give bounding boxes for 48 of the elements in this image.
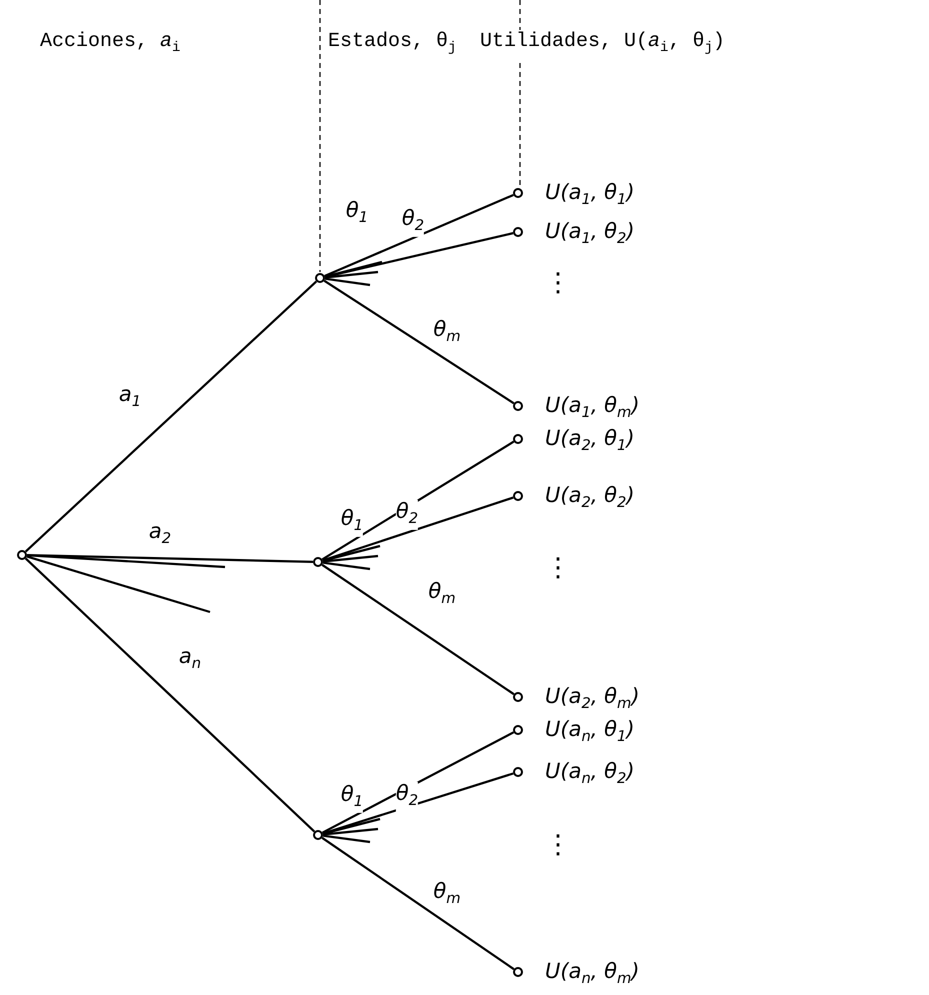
- branch-stub: [26, 554, 226, 568]
- tree-branch: [24, 558, 316, 832]
- tree-branch: [322, 731, 514, 834]
- outcome-node: [513, 967, 523, 977]
- decision-node: [313, 557, 323, 567]
- tree-branch: [24, 280, 318, 552]
- outcome-node: [513, 725, 523, 735]
- decision-node: [313, 830, 323, 840]
- tree-branch: [322, 496, 514, 562]
- utility-label: U(a$_{n}$, θ$_{2}$): [545, 759, 635, 790]
- edge-label: θ$_{1}$: [340, 782, 364, 814]
- edge-label: θ$_{2}$: [396, 500, 418, 530]
- utility-label: U(a$_{2}$, θ$_{m}$): [545, 684, 640, 714]
- edge-label: θ$_{2}$: [396, 782, 418, 812]
- outcome-node: [513, 188, 523, 198]
- tree-branch: [322, 836, 514, 970]
- utility-label: U(a$_{1}$, θ$_{2}$): [545, 219, 635, 250]
- utility-label: U(a$_{1}$, θ$_{1}$): [545, 180, 635, 210]
- tree-branch: [26, 554, 314, 563]
- branch-stub: [322, 834, 370, 844]
- branch-stub: [324, 270, 378, 279]
- outcome-node: [513, 491, 523, 501]
- outcome-node: [513, 227, 523, 237]
- outcome-node: [513, 401, 523, 411]
- branch-stub: [322, 554, 378, 563]
- tree-branch: [322, 564, 514, 696]
- edge-label: θ$_{1}$: [340, 506, 364, 538]
- utility-label: U(a$_{n}$, θ$_{m}$): [545, 959, 640, 990]
- ellipsis-mark: ⋮: [545, 268, 571, 298]
- branch-stub: [322, 828, 378, 836]
- tree-branch: [324, 194, 514, 278]
- ellipsis-mark: ⋮: [545, 553, 571, 583]
- outcome-node: [513, 767, 523, 777]
- tree-branch: [324, 280, 514, 404]
- outcome-node: [513, 434, 523, 444]
- decision-node: [315, 273, 325, 283]
- tree-branch: [322, 440, 514, 560]
- branch-stub: [322, 562, 370, 570]
- outcome-node: [513, 692, 523, 702]
- ellipsis-mark: ⋮: [545, 830, 571, 860]
- branch-stub: [324, 278, 370, 286]
- utility-label: U(a$_{n}$, θ$_{1}$): [545, 717, 635, 748]
- utility-label: U(a$_{2}$, θ$_{2}$): [545, 483, 635, 514]
- utility-label: U(a$_{1}$, θ$_{m}$): [545, 393, 640, 424]
- decision-node: [17, 550, 27, 560]
- branch-stub: [26, 555, 210, 614]
- edge-label: θ$_{2}$: [402, 206, 424, 238]
- utility-label: U(a$_{2}$, θ$_{1}$): [545, 426, 635, 456]
